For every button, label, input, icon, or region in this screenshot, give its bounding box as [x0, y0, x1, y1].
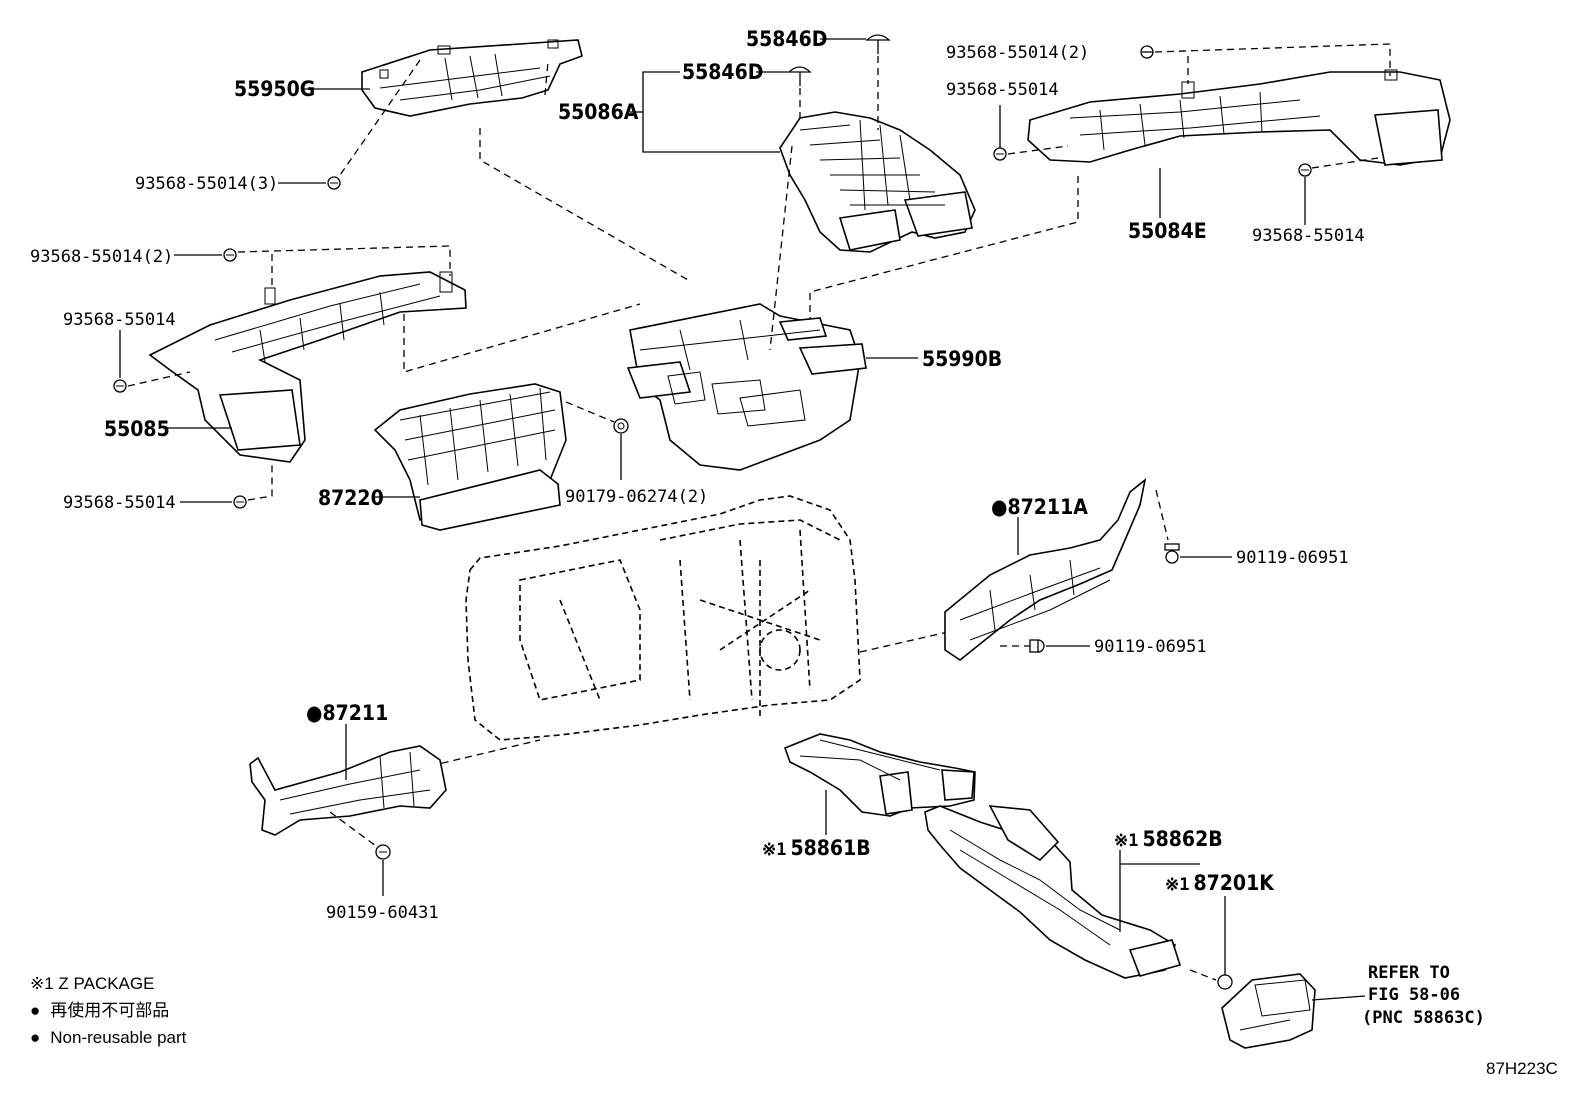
label-87220: 87220	[318, 486, 384, 510]
label-93568-55014-right1: 93568-55014	[946, 80, 1059, 100]
legend-non-reusable-jp: ●再使用不可部品	[30, 1000, 169, 1020]
clip-icon	[787, 66, 812, 86]
label-93568-55014-left2: 93568-55014	[63, 493, 176, 513]
label-93568-55014-right2: 93568-55014	[1252, 226, 1365, 246]
refer-to-line2: FIG 58-06	[1368, 985, 1460, 1005]
refer-to-line3: (PNC 58863C)	[1362, 1008, 1485, 1028]
clip-icon	[865, 34, 891, 54]
legend-z-package: ※1 Z PACKAGE	[30, 974, 154, 993]
label-90119-06951-a: 90119-06951	[1236, 548, 1349, 568]
label-55846D-top: 55846D	[746, 27, 827, 51]
label-55084E: 55084E	[1128, 219, 1207, 243]
bolt-icon	[1164, 543, 1180, 564]
bolt-icon	[327, 176, 341, 190]
label-93568-55014-3: 93568-55014(3)	[135, 174, 278, 194]
part-55990B-drawing	[626, 303, 867, 471]
label-55846D-mid: 55846D	[682, 60, 763, 84]
label-90159-60431: 90159-60431	[326, 903, 439, 923]
part-55086A-drawing	[779, 111, 976, 253]
figure-code: 87H223C	[1486, 1059, 1558, 1078]
label-93568-55014-2-left: 93568-55014(2)	[30, 247, 173, 267]
part-87220-drawing	[373, 383, 567, 531]
label-87211A: ●87211A	[991, 495, 1088, 519]
label-90179-06274-2: 90179-06274(2)	[565, 487, 708, 507]
bolt-icon	[1298, 163, 1312, 177]
refer-to-line1: REFER TO	[1368, 963, 1450, 983]
nut-icon	[613, 418, 629, 434]
label-55950G: 55950G	[234, 77, 315, 101]
part-87211-drawing	[249, 745, 447, 836]
part-87211A-drawing	[944, 478, 1147, 661]
label-55086A: 55086A	[558, 100, 639, 124]
part-58862B-drawing	[924, 805, 1182, 979]
part-58861B-drawing	[783, 733, 976, 817]
label-93568-55014-left1: 93568-55014	[63, 310, 176, 330]
bolt-icon	[233, 495, 247, 509]
part-55085-drawing	[148, 271, 467, 463]
legend-non-reusable-en: ●Non-reusable part	[30, 1028, 187, 1047]
part-55084E-drawing	[1027, 69, 1451, 166]
bolt-icon	[113, 379, 127, 393]
label-55085: 55085	[104, 417, 170, 441]
hvac-unit-reference-drawing	[465, 495, 861, 741]
bolt-icon	[375, 844, 391, 860]
part-58863C-reference-drawing	[1221, 973, 1316, 1049]
label-90119-06951-b: 90119-06951	[1094, 637, 1207, 657]
bolt-icon	[1029, 639, 1045, 653]
clip-icon	[1217, 974, 1233, 990]
bolt-icon	[993, 147, 1007, 161]
label-87211: ●87211	[306, 701, 388, 725]
label-93568-55014-2-top: 93568-55014(2)	[946, 43, 1089, 63]
part-55950G-drawing	[361, 39, 583, 117]
bolt-icon	[223, 248, 237, 262]
label-55990B: 55990B	[922, 347, 1002, 371]
